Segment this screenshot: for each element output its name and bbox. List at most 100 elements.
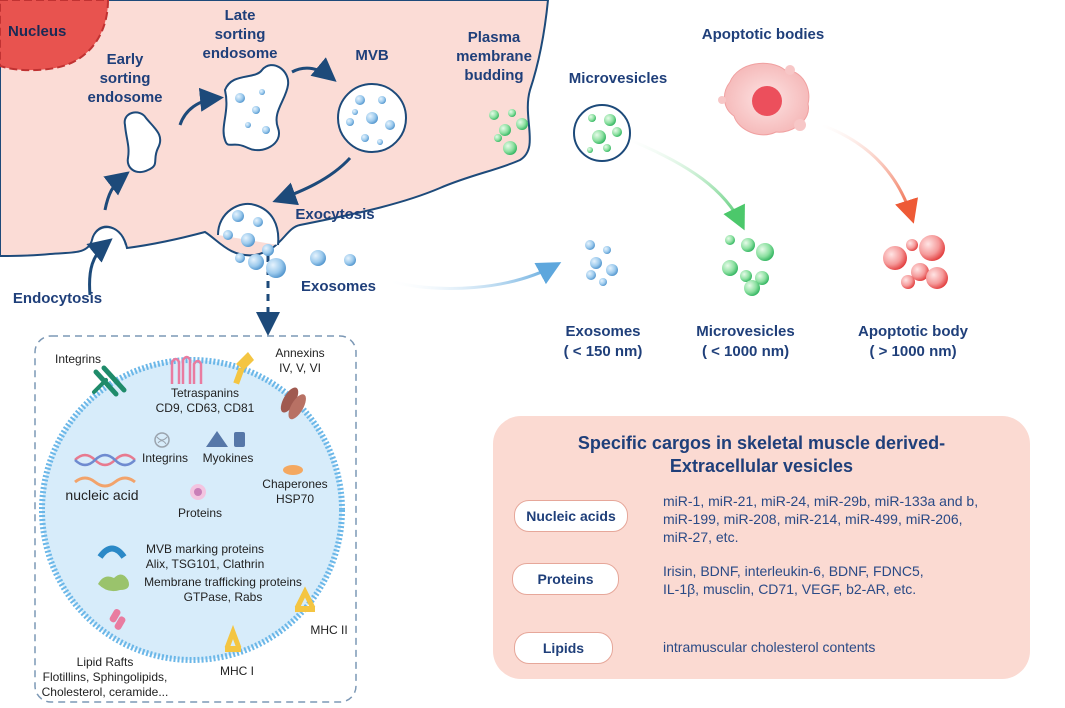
label-line: Annexins — [275, 346, 325, 360]
cargo-category-nucleic-acids: Nucleic acids — [514, 500, 628, 532]
vesicle-budding — [516, 118, 528, 130]
label-endocytosis: Endocytosis — [12, 290, 103, 307]
vesicle-exosome-group — [606, 264, 618, 276]
protein-icon — [190, 484, 206, 500]
vesicle-budding — [489, 110, 499, 120]
label-line: sorting — [214, 26, 266, 43]
label-line: GTPase, Rabs — [183, 590, 263, 604]
cargo-item-line: miR-199, miR-208, miR-214, miR-499, miR-… — [663, 511, 963, 527]
cargo-item-line: miR-27, etc. — [663, 529, 739, 545]
arrow-late-to-mvb — [291, 57, 337, 82]
vesicle-apoptotic-group — [926, 267, 948, 289]
vesicle-budding — [503, 141, 517, 155]
arrow-microvesicles-flow — [629, 138, 745, 231]
vesicle-exocytosis — [262, 244, 274, 256]
label-exosomes-flow: Exosomes — [300, 278, 377, 295]
cargo-title-line: Specific cargos in skeletal muscle deriv… — [577, 433, 946, 453]
arrow-mvb-to-exocytosis — [272, 156, 352, 206]
vesicle-exocytosis — [241, 233, 255, 247]
vesicle-exocytosis — [344, 254, 356, 266]
integrin-inner-icon — [154, 432, 170, 448]
vesicle-exocytosis — [248, 254, 264, 270]
size-name: Exosomes — [565, 323, 641, 340]
cargo-items-lipids: intramuscular cholesterol contents — [663, 638, 875, 656]
cargo-item-line: Irisin, BDNF, interleukin-6, BDNF, FDNC5… — [663, 563, 924, 579]
vesicle-mvb — [361, 134, 369, 142]
label-line: endosome — [87, 89, 163, 106]
cargo-items-proteins: Irisin, BDNF, interleukin-6, BDNF, FDNC5… — [663, 562, 924, 598]
label-line: budding — [464, 67, 524, 84]
vesicle-exocytosis — [232, 210, 244, 222]
label-membrane-trafficking: Membrane trafficking proteins GTPase, Ra… — [138, 575, 308, 605]
vesicle-apoptotic-group — [883, 246, 907, 270]
nucleus — [0, 0, 110, 72]
label-line: Early — [106, 51, 144, 68]
label-nucleic-acid: nucleic acid — [65, 487, 139, 503]
label-integrins-inner: Integrins — [141, 451, 189, 465]
vesicle-mvb — [352, 109, 358, 115]
label-lipid-rafts: Lipid Rafts Flotillins, Sphingolipids, C… — [40, 655, 170, 700]
vesicle-apoptotic-group — [911, 263, 929, 281]
label-line: Tetraspanins — [170, 386, 240, 400]
vesicle-microvesicle-group — [756, 243, 774, 261]
label-line: MVB marking proteins — [145, 542, 265, 556]
cargo-title: Specific cargos in skeletal muscle deriv… — [493, 432, 1030, 478]
vesicle-apoptotic-group — [906, 239, 918, 251]
label-plasma-membrane-budding: Plasma membrane budding — [444, 28, 544, 85]
label-integrins-top: Integrins — [55, 352, 102, 366]
rna-icon — [74, 476, 136, 488]
label-nucleus: Nucleus — [8, 23, 67, 40]
cargo-item-line: IL-1β, musclin, CD71, VEGF, b2-AR, etc. — [663, 581, 917, 597]
vesicle-microvesicle-group — [755, 271, 769, 285]
myokine-square-icon — [234, 432, 245, 447]
vesicle-apoptotic-group — [919, 235, 945, 261]
arrow-early-to-late — [178, 87, 224, 126]
size-value: ( < 1000 nm) — [701, 343, 790, 360]
label-line: Membrane trafficking proteins — [144, 575, 302, 589]
cargo-item-line: miR-1, miR-21, miR-24, miR-29b, miR-133a… — [663, 493, 979, 509]
vesicle-microvesicle-group — [740, 270, 752, 282]
annexin-icon — [280, 387, 306, 420]
vesicle-microvesicle-top — [587, 147, 593, 153]
label-tetraspanins: Tetraspanins CD9, CD63, CD81 — [150, 386, 260, 416]
label-line: sorting — [99, 70, 151, 87]
label-line: Cholesterol, ceramide... — [41, 685, 169, 699]
vesicle-microvesicle-top — [603, 144, 611, 152]
membrane-trafficking-icon — [98, 574, 129, 592]
vesicle-exosome-group — [586, 270, 596, 280]
vesicle-microvesicle-top — [612, 127, 622, 137]
label-mhc2: MHC II — [310, 623, 348, 637]
arrow-early-to-early — [103, 171, 130, 211]
mhc2-icon — [294, 586, 316, 612]
label-line: Alix, TSG101, Clathrin — [145, 557, 265, 571]
vesicle-microvesicle-top — [592, 130, 606, 144]
label-line: Late — [224, 7, 256, 24]
vesicle-mvb — [366, 112, 378, 124]
chaperone-icon — [283, 465, 303, 475]
label-mvb: MVB — [355, 47, 389, 64]
vesicle-microvesicle-group — [722, 260, 738, 276]
vesicle-exocytosis — [235, 253, 245, 263]
integrin-top-icon — [92, 365, 127, 397]
label-line: CD9, CD63, CD81 — [155, 401, 255, 415]
mhc1-icon — [224, 624, 242, 652]
early-endosome-shape — [123, 111, 162, 174]
vesicle-exocytosis — [266, 258, 286, 278]
label-line: membrane — [456, 48, 532, 65]
vesicle-layer — [223, 89, 948, 296]
label-proteins-inner: Proteins — [177, 506, 223, 520]
vesicle-exosome-group — [590, 257, 602, 269]
label-microvesicles-top: Microvesicles — [568, 70, 668, 87]
vesicle-exosome-group — [599, 278, 607, 286]
label-line: IV, V, VI — [279, 361, 321, 375]
vesicle-exocytosis — [253, 217, 263, 227]
size-value: ( > 1000 nm) — [869, 343, 957, 360]
vesicle-microvesicle-group — [744, 280, 760, 296]
vesicle-exocytosis — [223, 230, 233, 240]
vesicle-mvb — [377, 139, 383, 145]
size-name: Microvesicles — [696, 323, 795, 340]
label-myokines: Myokines — [202, 451, 254, 465]
label-mhc1: MHC I — [220, 664, 254, 678]
size-label-exosomes: Exosomes ( < 150 nm) — [548, 322, 658, 362]
